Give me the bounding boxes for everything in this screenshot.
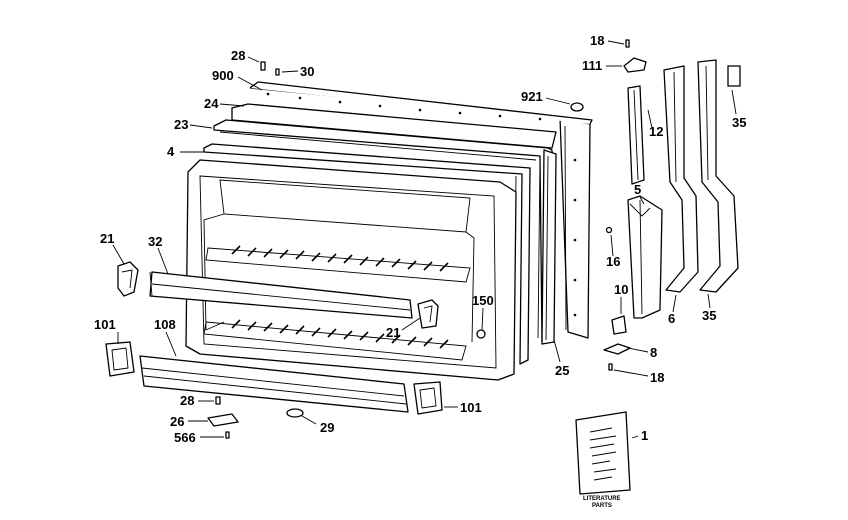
hinge-5 bbox=[627, 195, 663, 319]
label-16: 16 bbox=[606, 254, 620, 269]
label-900: 900 bbox=[212, 68, 234, 83]
label-12: 12 bbox=[649, 124, 663, 139]
label-111: 111 bbox=[582, 58, 602, 73]
pin-8 bbox=[603, 343, 631, 355]
door-stop bbox=[476, 329, 486, 339]
label-18-top: 18 bbox=[590, 33, 604, 48]
label-21-left: 21 bbox=[100, 231, 114, 246]
label-6: 6 bbox=[668, 311, 675, 326]
end-cap-35 bbox=[727, 65, 741, 87]
label-101-right: 101 bbox=[460, 400, 482, 415]
screw-18-bottom bbox=[608, 363, 613, 371]
label-5: 5 bbox=[634, 182, 641, 197]
screw-16 bbox=[605, 226, 613, 234]
label-1: 1 bbox=[641, 428, 648, 443]
hinge-plate-12 bbox=[627, 85, 645, 185]
label-566: 566 bbox=[174, 430, 196, 445]
shelf-support-left bbox=[117, 261, 139, 297]
label-25: 25 bbox=[555, 363, 569, 378]
label-18-bottom: 18 bbox=[650, 370, 664, 385]
label-24: 24 bbox=[204, 96, 219, 111]
end-cap-left bbox=[105, 341, 135, 377]
handle-6 bbox=[663, 65, 699, 293]
screw-18-top bbox=[625, 39, 630, 48]
leader-lines bbox=[112, 40, 737, 439]
label-32: 32 bbox=[148, 234, 162, 249]
plug-921 bbox=[570, 102, 584, 112]
label-28-bottom: 28 bbox=[180, 393, 194, 408]
bracket-111 bbox=[623, 57, 647, 73]
label-30: 30 bbox=[300, 64, 314, 79]
screw-30 bbox=[275, 68, 280, 76]
door-liner bbox=[185, 159, 517, 381]
label-8: 8 bbox=[650, 345, 657, 360]
shelf-bar bbox=[149, 271, 413, 319]
bumper-29 bbox=[286, 408, 304, 418]
label-921: 921 bbox=[521, 89, 543, 104]
label-23: 23 bbox=[174, 117, 188, 132]
label-101-left: 101 bbox=[94, 317, 116, 332]
screw-28-bottom bbox=[215, 396, 221, 405]
part-labels: 28 30 900 24 23 4 921 18 111 12 35 5 16 … bbox=[94, 33, 746, 445]
end-cap-right bbox=[413, 381, 443, 415]
literature-label-line1: LITERATURE bbox=[583, 496, 621, 502]
label-35-bottom: 35 bbox=[702, 308, 716, 323]
label-10: 10 bbox=[614, 282, 628, 297]
bottom-trim bbox=[139, 355, 409, 413]
door-gasket bbox=[213, 103, 557, 345]
label-29: 29 bbox=[320, 420, 334, 435]
label-26: 26 bbox=[170, 414, 184, 429]
shelf-support-right bbox=[417, 299, 439, 329]
screw-566 bbox=[225, 431, 230, 439]
label-108: 108 bbox=[154, 317, 176, 332]
literature-label-line2: PARTS bbox=[592, 503, 612, 509]
cam-10 bbox=[611, 315, 627, 335]
label-21-right: 21 bbox=[386, 325, 400, 340]
outer-door-panel bbox=[249, 81, 593, 339]
label-4: 4 bbox=[167, 144, 175, 159]
handle-35 bbox=[697, 59, 739, 293]
screw-28-top bbox=[260, 61, 266, 71]
plate-26 bbox=[207, 413, 239, 427]
literature-booklet: LITERATURE PARTS bbox=[575, 411, 631, 509]
label-35-top: 35 bbox=[732, 115, 746, 130]
label-150: 150 bbox=[472, 293, 494, 308]
label-28-top: 28 bbox=[231, 48, 245, 63]
